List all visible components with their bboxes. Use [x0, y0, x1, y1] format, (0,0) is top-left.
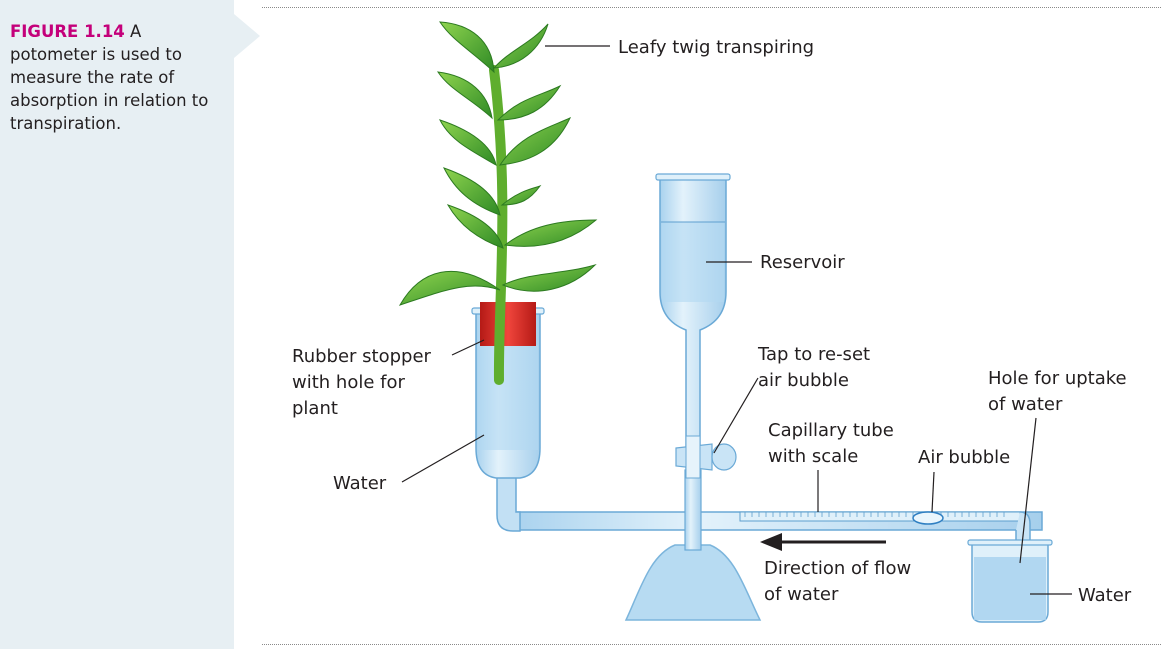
- label-reservoir: Reservoir: [760, 252, 845, 273]
- caption-sidebar: [0, 0, 234, 649]
- label-flow-line2: of water: [764, 584, 839, 605]
- plant-leaves: [398, 21, 598, 306]
- label-tap-line1: Tap to re-set: [757, 344, 870, 365]
- top-rule: [262, 7, 1161, 8]
- reservoir-rim: [655, 173, 731, 181]
- label-flow: Direction of flow of water: [764, 558, 917, 605]
- label-capillary: Capillary tube with scale: [768, 420, 900, 467]
- label-flow-line1: Direction of flow: [764, 558, 911, 579]
- label-tap-line2: air bubble: [758, 370, 849, 391]
- central-stem: [684, 469, 702, 551]
- caption-text: A potometer is used to measure the rate …: [10, 22, 209, 133]
- flow-arrow: [760, 533, 886, 551]
- label-rubber-stopper-line2: with hole for: [292, 372, 405, 393]
- label-hole-uptake: Hole for uptake of water: [988, 368, 1132, 415]
- left-tube-water: [478, 345, 538, 450]
- label-air-bubble: Air bubble: [918, 447, 1010, 468]
- label-water-right: Water: [1078, 585, 1132, 606]
- stand-base: [624, 544, 762, 621]
- sidebar-notch: [234, 14, 260, 58]
- label-rubber-stopper: Rubber stopper with hole for plant: [292, 346, 437, 419]
- leader-lines: [401, 45, 1072, 595]
- air-bubble: [912, 511, 944, 525]
- capillary-tube: [739, 511, 1021, 522]
- label-tap: Tap to re-set air bubble: [757, 344, 876, 391]
- label-hole-uptake-line2: of water: [988, 394, 1063, 415]
- figure-label: FIGURE 1.14: [10, 22, 125, 41]
- label-water-left: Water: [333, 473, 387, 494]
- label-rubber-stopper-line1: Rubber stopper: [292, 346, 432, 367]
- figure-caption: FIGURE 1.14 A potometer is used to measu…: [10, 20, 222, 135]
- label-leafy-twig: Leafy twig transpiring: [618, 37, 814, 58]
- rubber-stopper: [480, 302, 536, 346]
- label-capillary-line1: Capillary tube: [768, 420, 894, 441]
- label-capillary-line2: with scale: [768, 446, 858, 467]
- label-rubber-stopper-line3: plant: [292, 398, 338, 419]
- right-beaker-rim: [967, 539, 1053, 546]
- bottom-rule: [262, 644, 1161, 645]
- right-beaker-water: [974, 557, 1046, 620]
- tap: [675, 435, 737, 479]
- tube-elbow-left: [496, 469, 521, 532]
- label-hole-uptake-line1: Hole for uptake: [988, 368, 1127, 389]
